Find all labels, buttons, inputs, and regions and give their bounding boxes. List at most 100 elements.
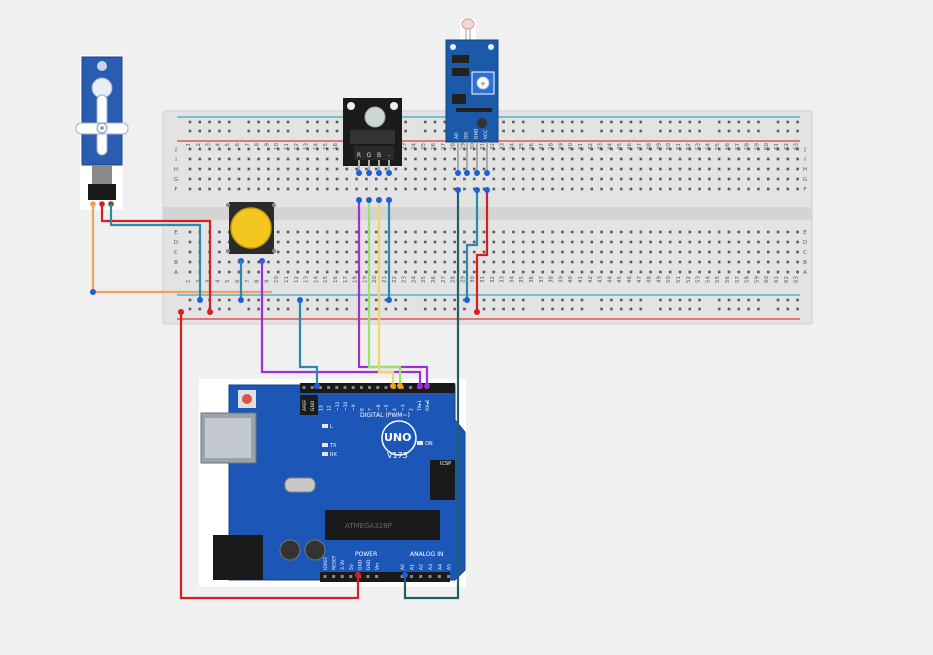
- column-number-top: 8: [255, 143, 261, 147]
- column-number-bottom: 9: [264, 279, 270, 283]
- column-number-top: 41: [578, 143, 584, 150]
- servo-motor-icon[interactable]: [75, 55, 129, 210]
- row-letter: I: [175, 157, 177, 163]
- column-number-top: 1: [186, 143, 192, 147]
- column-number-bottom: 18: [353, 276, 359, 283]
- row-letter: B: [803, 260, 807, 266]
- rgb-pin-label: B: [377, 152, 381, 159]
- rgb-pin-label: R: [357, 152, 361, 159]
- column-number-top: 39: [558, 143, 564, 150]
- push-button-icon[interactable]: [226, 202, 276, 264]
- row-letter: G: [174, 177, 178, 183]
- wire-rgb-g-green[interactable]: [367, 200, 402, 386]
- column-number-bottom: 33: [500, 276, 506, 283]
- column-number-bottom: 44: [607, 276, 613, 283]
- digital-pin-label: ~3: [400, 404, 406, 411]
- wire-ldr-vcc-red[interactable]: [475, 190, 489, 312]
- power-analog-pin-label: RESET: [332, 555, 338, 570]
- ldr-pin-label: VCC: [483, 130, 489, 139]
- power-analog-pin-label: GND: [357, 559, 363, 570]
- column-number-bottom: 42: [588, 276, 594, 283]
- wire-ldr-gnd-teal[interactable]: [465, 190, 479, 300]
- column-number-top: 9: [264, 143, 270, 147]
- column-number-bottom: 27: [441, 276, 447, 283]
- wire-rgb-b-yellow[interactable]: [377, 200, 395, 386]
- column-number-top: 40: [568, 143, 574, 150]
- power-analog-pin-label: A1: [409, 564, 415, 570]
- column-number-bottom: 3: [206, 279, 212, 283]
- column-number-bottom: 10: [274, 276, 280, 283]
- power-analog-pin-label: A2: [419, 564, 425, 570]
- column-number-top: 24: [411, 143, 417, 150]
- digital-pin-label: 2: [409, 408, 415, 411]
- analog-label: ANALOG IN: [410, 551, 443, 558]
- arduino-uno-icon[interactable]: ATMEGA328P UNO V173 DIGITAL (PWM~) POWER…: [199, 379, 466, 587]
- column-number-bottom: 47: [637, 276, 643, 283]
- column-number-bottom: 13: [304, 276, 310, 283]
- power-analog-pin-label: 3.3V: [340, 559, 346, 570]
- wire-5v-to-rail-red[interactable]: [179, 312, 360, 600]
- column-number-top: 7: [245, 143, 251, 147]
- column-number-top: 63: [794, 143, 800, 150]
- power-label: POWER: [355, 551, 377, 558]
- board-version: V173: [387, 451, 408, 460]
- column-number-top: 26: [431, 143, 437, 150]
- column-number-top: 29: [460, 143, 466, 150]
- row-letter: J: [803, 147, 806, 153]
- rgb-pin-label: G: [367, 152, 372, 159]
- column-number-bottom: 19: [362, 276, 368, 283]
- row-letter: C: [174, 250, 178, 256]
- column-number-bottom: 55: [715, 276, 721, 283]
- digital-pin-label: 12: [327, 405, 333, 411]
- wire-servo-power-red[interactable]: [100, 204, 212, 312]
- column-number-bottom: 58: [745, 276, 751, 283]
- row-letter: G: [803, 177, 807, 183]
- ldr-pin-label: DO: [464, 132, 470, 139]
- column-number-top: 45: [617, 143, 623, 150]
- column-number-top: 31: [480, 143, 486, 150]
- board-led-label: ON: [425, 441, 433, 447]
- power-analog-pin-label: A3: [428, 564, 434, 570]
- column-number-top: 28: [451, 143, 457, 150]
- column-number-top: 58: [745, 143, 751, 150]
- column-number-top: 12: [294, 143, 300, 150]
- wires: [90, 187, 490, 600]
- column-number-top: 3: [206, 143, 212, 147]
- column-number-top: 60: [764, 143, 770, 150]
- column-number-top: 46: [627, 143, 633, 150]
- column-number-top: 30: [470, 143, 476, 150]
- digital-label: DIGITAL (PWM~): [360, 412, 410, 419]
- column-number-bottom: 41: [578, 276, 584, 283]
- column-number-bottom: 61: [774, 276, 780, 283]
- board-led-label: L: [330, 424, 333, 430]
- wire-ldr-ao-darkteal[interactable]: [403, 190, 460, 600]
- column-number-top: 5: [225, 143, 231, 147]
- board-led-label: RX: [330, 452, 337, 458]
- column-number-top: 61: [774, 143, 780, 150]
- column-number-bottom: 63: [794, 276, 800, 283]
- column-number-top: 4: [215, 143, 221, 147]
- wire-rail-to-pin13-teal[interactable]: [298, 300, 319, 386]
- column-number-top: 15: [323, 143, 329, 150]
- column-number-top: 48: [647, 143, 653, 150]
- power-analog-pin-label: IOREF: [323, 556, 329, 570]
- column-number-top: 51: [676, 143, 682, 150]
- column-number-bottom: 7: [245, 279, 251, 283]
- column-number-top: 14: [313, 143, 319, 150]
- column-number-bottom: 50: [666, 276, 672, 283]
- column-number-top: 25: [421, 143, 427, 150]
- column-number-bottom: 25: [421, 276, 427, 283]
- wire-button-signal-purple[interactable]: [260, 261, 422, 386]
- svg-text:+: +: [480, 80, 486, 88]
- column-number-top: 33: [500, 143, 506, 150]
- column-number-bottom: 5: [225, 279, 231, 283]
- wire-servo-ground-teal[interactable]: [109, 204, 202, 300]
- column-number-bottom: 62: [784, 276, 790, 283]
- ldr-pin-label: AO: [454, 132, 460, 139]
- column-number-bottom: 53: [696, 276, 702, 283]
- power-analog-pin-label: 5V: [349, 563, 355, 570]
- column-number-bottom: 34: [509, 276, 515, 283]
- column-number-top: 36: [529, 143, 535, 150]
